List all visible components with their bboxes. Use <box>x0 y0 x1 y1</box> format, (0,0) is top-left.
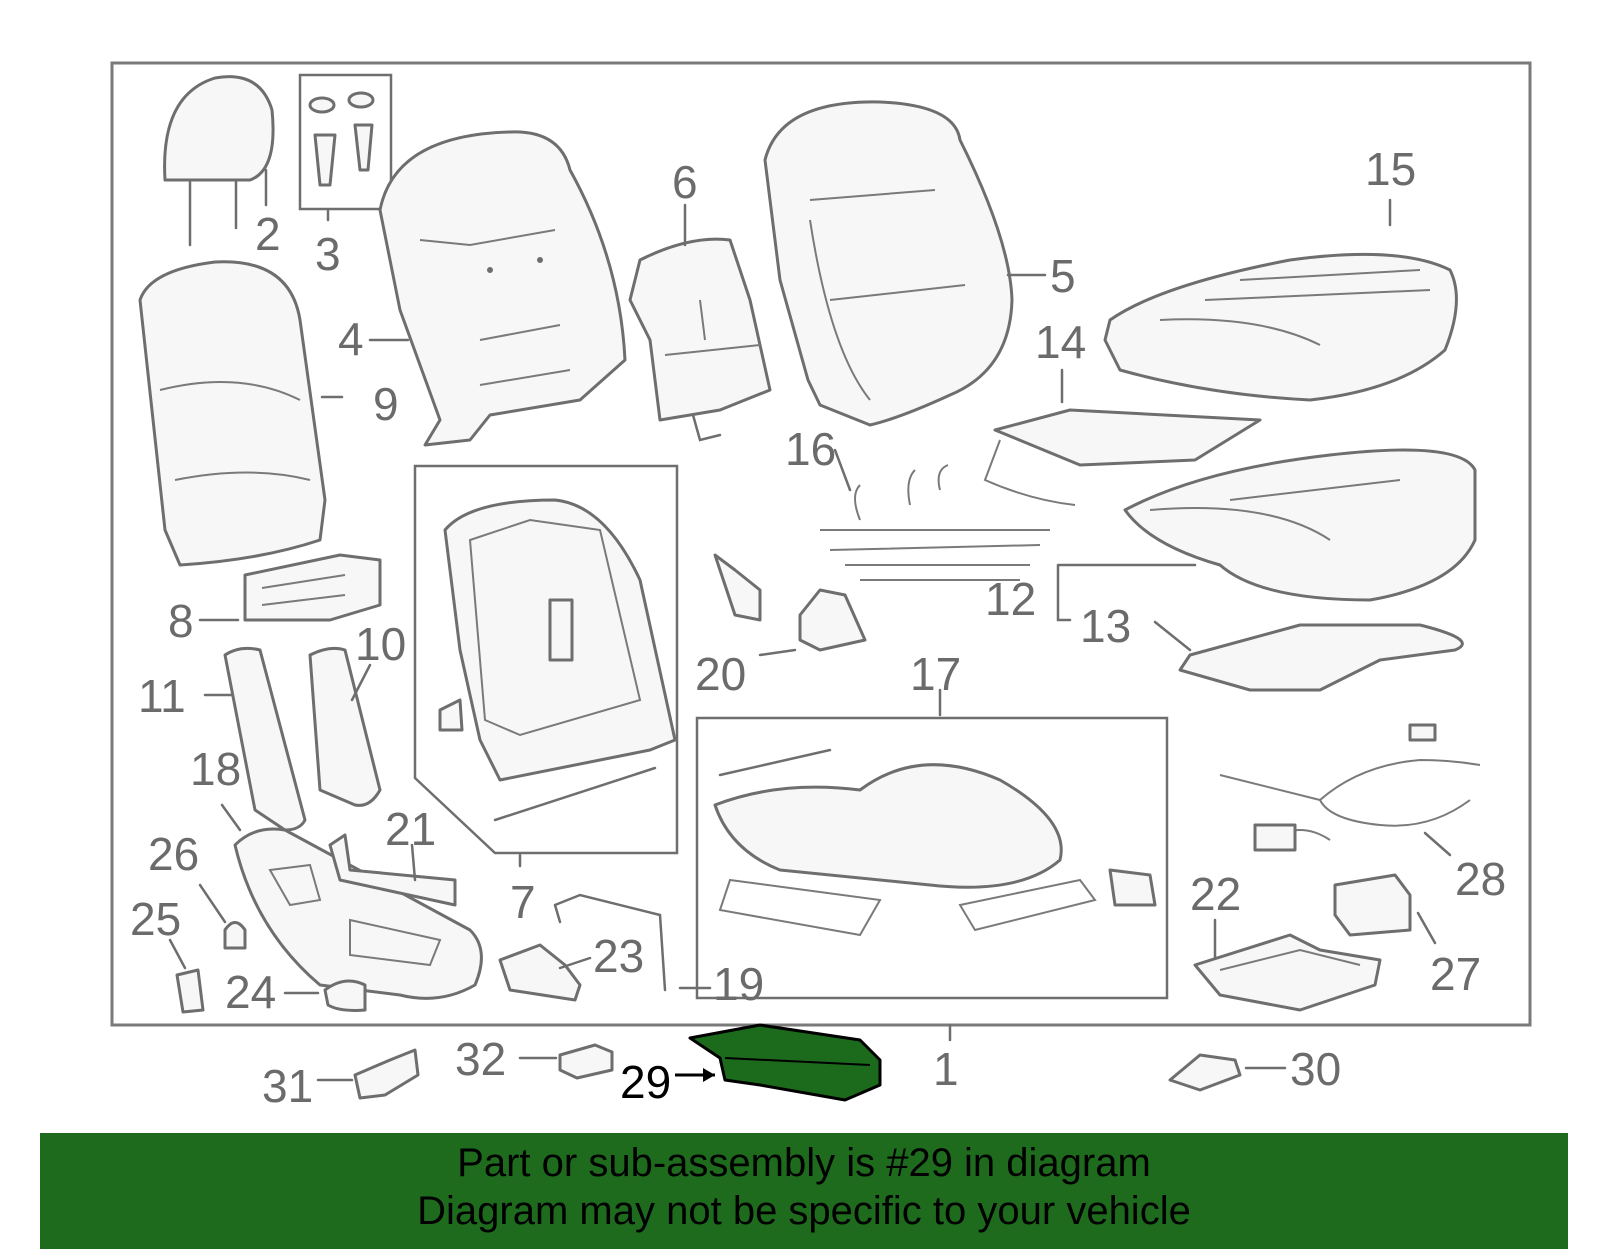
part-trim-21 <box>328 833 457 907</box>
part-clip-31 <box>316 1048 420 1100</box>
callout-4: 4 <box>338 313 364 365</box>
callout-31: 31 <box>262 1060 313 1112</box>
callout-21: 21 <box>385 803 436 855</box>
info-banner: Part or sub-assembly is #29 in diagram D… <box>40 1133 1568 1249</box>
callout-15: 15 <box>1365 143 1416 195</box>
callout-13: 13 <box>1080 600 1131 652</box>
part-cushion-pan <box>1153 620 1464 692</box>
part-knob-25 <box>168 938 205 1014</box>
part-seat-track-assy <box>695 688 1169 1000</box>
callout-2: 2 <box>255 208 281 260</box>
callout-25: 25 <box>130 893 181 945</box>
part-clip-30 <box>1168 1053 1287 1092</box>
part-knob-26 <box>198 883 247 950</box>
callout-32: 32 <box>455 1033 506 1085</box>
callout-30: 30 <box>1290 1043 1341 1095</box>
part-knob-24 <box>283 979 367 1012</box>
part-bezel-11 <box>203 646 307 832</box>
part-rod-19 <box>553 893 712 992</box>
part-bracket-23 <box>498 943 592 1002</box>
callout-27: 27 <box>1430 948 1481 1000</box>
callout-16: 16 <box>785 423 836 475</box>
callout-17: 17 <box>910 648 961 700</box>
part-springs <box>820 448 1050 581</box>
part-29-highlighted <box>675 1023 882 1102</box>
callout-10: 10 <box>355 618 406 670</box>
part-back-panel <box>138 260 344 567</box>
part-harness <box>1219 723 1481 857</box>
callout-28: 28 <box>1455 853 1506 905</box>
callout-19: 19 <box>713 958 764 1010</box>
part-switch-assy <box>198 553 382 622</box>
part-bracket-20 <box>713 553 867 657</box>
callout-5: 5 <box>1050 250 1076 302</box>
callout-14: 14 <box>1035 316 1086 368</box>
banner-line-2: Diagram may not be specific to your vehi… <box>417 1189 1191 1233</box>
part-back-pad <box>628 203 772 442</box>
callout-3: 3 <box>315 228 341 280</box>
part-heater-mat <box>983 368 1262 506</box>
callout-26: 26 <box>148 828 199 880</box>
callout-24: 24 <box>225 966 276 1018</box>
callout-20: 20 <box>695 648 746 700</box>
part-seatback-cover <box>763 100 1047 427</box>
callout-6: 6 <box>672 156 698 208</box>
callout-7: 7 <box>510 876 536 928</box>
part-cushion-cover <box>1103 198 1458 402</box>
part-bezel-10 <box>308 646 382 807</box>
callout-9: 9 <box>373 378 399 430</box>
part-side-shield <box>220 803 483 1000</box>
part-clip-32 <box>518 1043 614 1080</box>
diagram-frame <box>110 61 1532 1027</box>
part-seatback-frame-assy <box>413 464 679 868</box>
part-bracket-22 <box>1193 918 1382 1012</box>
banner-line-1: Part or sub-assembly is #29 in diagram <box>457 1141 1151 1185</box>
callout-12: 12 <box>985 573 1036 625</box>
callout-23: 23 <box>593 930 644 982</box>
part-headrest <box>163 75 275 247</box>
callout-29: 29 <box>620 1056 671 1108</box>
callout-1: 1 <box>933 1043 959 1095</box>
callout-11: 11 <box>138 670 186 722</box>
part-cushion-pad <box>1056 448 1477 622</box>
callout-22: 22 <box>1190 868 1241 920</box>
callout-18: 18 <box>190 743 241 795</box>
part-seatback-frame <box>368 130 627 447</box>
part-guide-clips <box>298 73 393 222</box>
part-module-27 <box>1333 873 1437 945</box>
callout-8: 8 <box>168 595 194 647</box>
